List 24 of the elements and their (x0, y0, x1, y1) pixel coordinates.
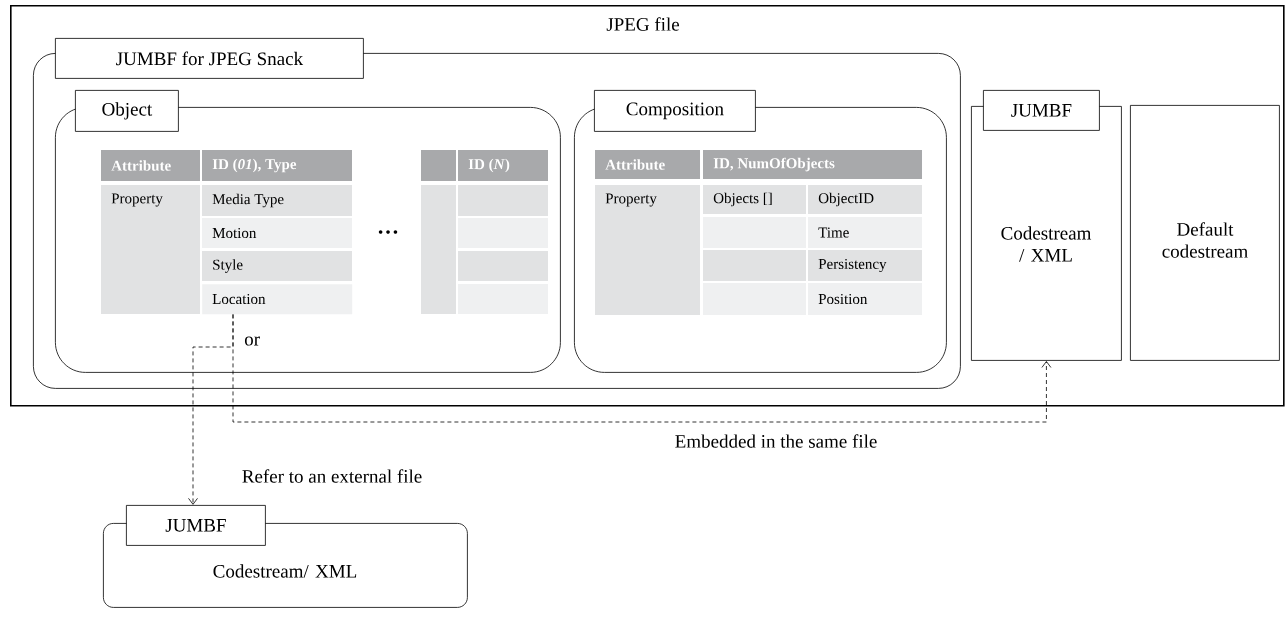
table-cell: ObjectID (808, 185, 922, 214)
or-label: or (244, 336, 260, 346)
table-cell: Position (808, 283, 922, 315)
table-cell: Time (808, 217, 922, 248)
edge-label: Embedded in the same file (673, 433, 879, 449)
container-box: JUMBF Codestream/ XML (103, 505, 468, 608)
table-cell: Property (595, 185, 700, 315)
header-cell: Attribute (101, 150, 200, 181)
edge-label: Refer to an external file (240, 468, 424, 484)
table-cell: Media Type (202, 185, 352, 216)
table-cell: Style (202, 251, 352, 281)
arrow (188, 314, 234, 505)
table-cell: Motion (202, 218, 352, 248)
header-cell: Attribute (595, 150, 700, 179)
header-cell: ID, NumOfObjects (703, 150, 922, 179)
table-cell: Objects [] (703, 185, 806, 214)
table-cell: Location (202, 284, 353, 315)
ellipsis: … (378, 230, 398, 234)
header-cell: ID (01), Type (202, 150, 352, 181)
container-box: JUMBF Codestream / XML (971, 90, 1122, 361)
codestream-box: Default codestream (1130, 105, 1280, 361)
table-cell: Property (101, 185, 200, 314)
table-cell: Persistency (808, 250, 922, 281)
header-cell: ID (N) (458, 150, 548, 181)
